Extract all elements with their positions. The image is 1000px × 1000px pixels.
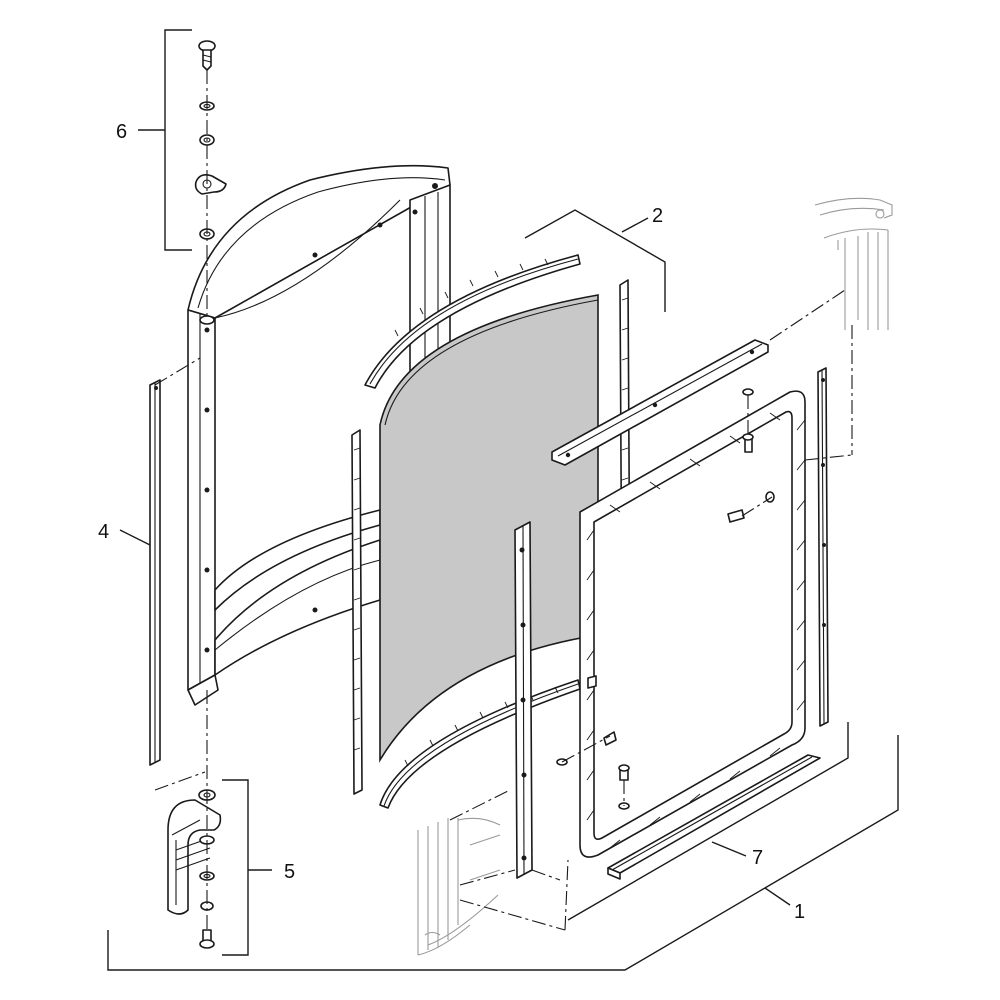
callout-5-bracket <box>222 779 272 956</box>
retainer-strip-top <box>364 254 581 389</box>
callout-4: 4 <box>98 521 109 543</box>
callout-1-bracket <box>107 722 899 971</box>
handle-hardware-bottom <box>167 789 222 949</box>
door-frame-left <box>187 164 451 706</box>
glass-strip-left <box>351 429 363 795</box>
callout-6-bracket <box>138 29 192 251</box>
callout-2: 2 <box>652 205 663 227</box>
callout-2-bracket <box>524 209 666 312</box>
hinge-bar-center <box>514 521 533 879</box>
callout-5: 5 <box>284 861 295 883</box>
callout-7-leader <box>711 841 747 857</box>
callout-7: 7 <box>752 847 763 869</box>
side-strip-right <box>817 367 829 727</box>
bottom-sill <box>607 754 821 880</box>
header-bar <box>551 339 769 466</box>
gasket-frame <box>579 390 806 858</box>
cabinet-outline-upper-right <box>814 197 893 330</box>
callout-6: 6 <box>116 121 127 143</box>
callout-1: 1 <box>794 901 805 923</box>
cabinet-outline-lower-left <box>417 817 501 956</box>
curved-glass-panel <box>379 294 599 763</box>
alignment-centerlines <box>154 70 853 931</box>
seal-strip-left <box>149 379 161 766</box>
callout-4-leader <box>119 529 151 546</box>
